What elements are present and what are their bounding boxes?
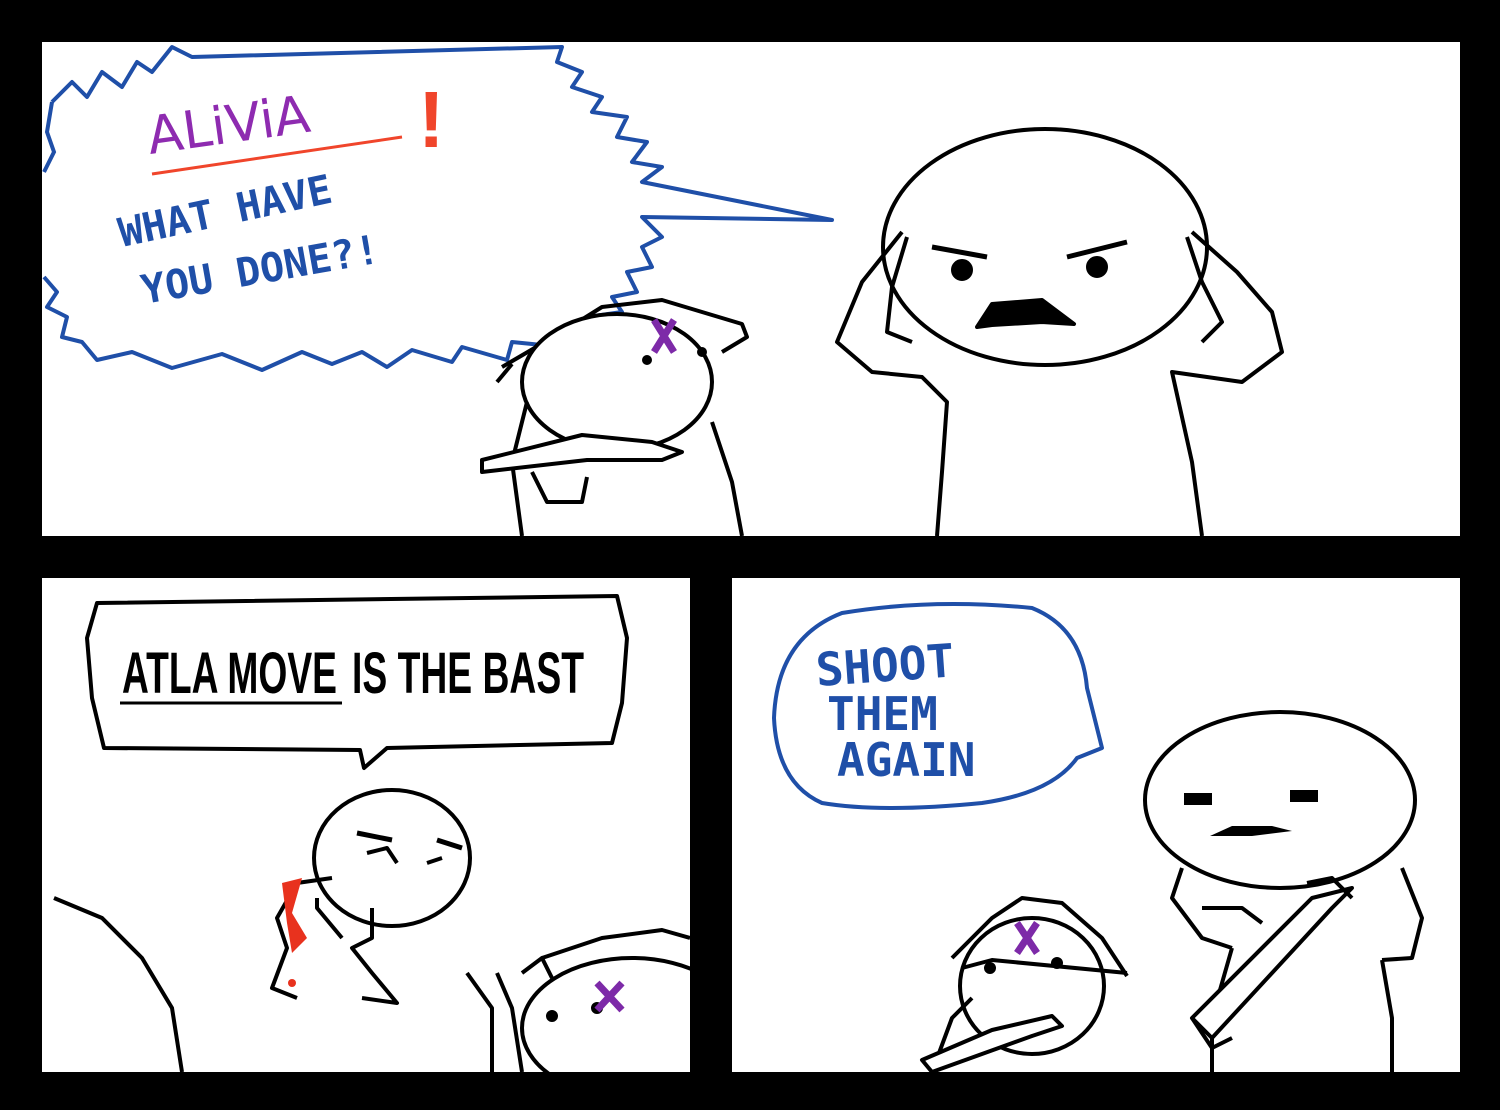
left-eye [1184, 793, 1212, 805]
gunman-figure [920, 896, 1129, 1072]
panel-2-art: ATLA MOVE IS THE BAST [53, 594, 690, 1072]
purple-wound-mark [594, 980, 625, 1013]
exclamation-mark: ! [418, 75, 445, 164]
comic-panel-1: ALiViA ! WHAT HAVE YOU DONE?! [42, 42, 1460, 536]
panel-1-art: ALiViA ! WHAT HAVE YOU DONE?! [42, 45, 1284, 536]
standing-figure [1143, 710, 1424, 1072]
purple-wound-mark [1014, 921, 1040, 955]
gunman-figure [480, 298, 749, 536]
comic-panel-2: ATLA MOVE IS THE BAST [42, 578, 690, 1072]
blood-drop [288, 979, 296, 987]
shout-bubble [42, 45, 834, 372]
speech-line-2: THEM [827, 687, 938, 741]
comic-panel-3: SHOOT THEM AGAIN [732, 578, 1460, 1072]
blood-stain [282, 878, 307, 953]
bubble-left-edge [42, 101, 57, 173]
speech-line-3: AGAIN [837, 733, 975, 787]
mouth [1210, 826, 1292, 836]
purple-wound-mark [651, 318, 677, 354]
right-eye [1290, 790, 1318, 802]
speech-line-1: SHOOT [814, 633, 956, 697]
gunman-figure [465, 928, 690, 1072]
speech-bubble [772, 602, 1104, 810]
injured-figure [270, 788, 472, 1005]
panel-3-art: SHOOT THEM AGAIN [772, 602, 1424, 1072]
angry-figure [835, 127, 1284, 536]
speech-underlined-text: ATLA MOVE [122, 641, 337, 706]
speech-bubble [85, 594, 629, 770]
foreground-figure-left [53, 896, 184, 1072]
name-underline [151, 135, 403, 176]
speech-rest-text: IS THE BAST [352, 641, 584, 706]
